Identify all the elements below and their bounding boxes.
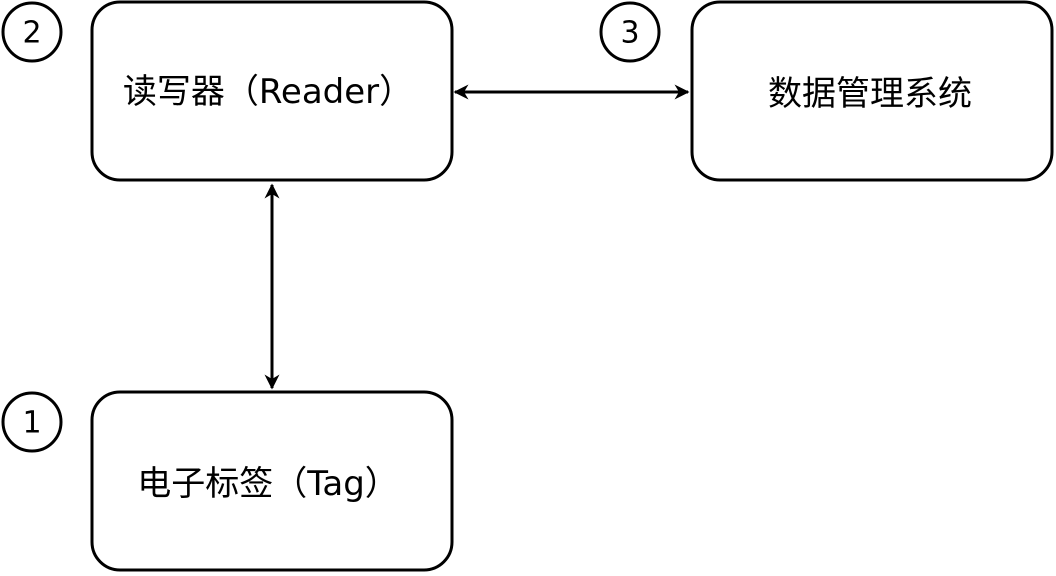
badge-reader-number: 2: [22, 16, 41, 51]
node-tag-label: 电子标签（Tag）: [137, 464, 399, 504]
badge-reader-circle: [1, 1, 63, 63]
badge-data-management-system-number: 3: [620, 16, 639, 51]
node-reader[interactable]: 读写器（Reader）: [90, 0, 454, 182]
badge-tag-circle: [1, 391, 63, 453]
badge-reader: 2: [1, 1, 63, 63]
node-reader-label: 读写器（Reader）: [123, 72, 413, 112]
badge-tag: 1: [1, 391, 63, 453]
node-tag[interactable]: 电子标签（Tag）: [90, 390, 454, 572]
node-data-management-system-label: 数据管理系统: [768, 74, 972, 114]
node-tag-box: [90, 390, 454, 572]
node-data-management-system-box: [690, 0, 1054, 182]
badge-tag-number: 1: [22, 406, 41, 441]
node-data-management-system[interactable]: 数据管理系统: [690, 0, 1054, 182]
badge-data-management-system-circle: [599, 1, 661, 63]
node-reader-box: [90, 0, 454, 182]
badge-data-management-system: 3: [599, 1, 661, 63]
